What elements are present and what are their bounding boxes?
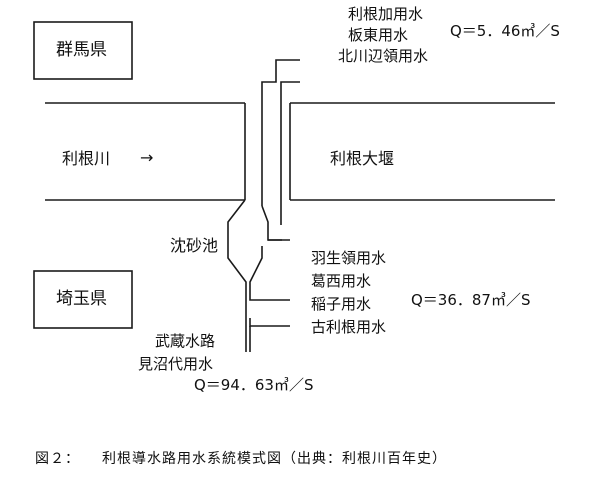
gunma-label: 群馬県 bbox=[56, 40, 107, 60]
south-canal-name: 武蔵水路 bbox=[155, 332, 216, 350]
intake-west bbox=[227, 199, 247, 352]
intake-east bbox=[261, 205, 282, 241]
north-channel-outer bbox=[280, 81, 300, 225]
north-channel-inner bbox=[261, 59, 300, 206]
north-canal-name: 北川辺領用水 bbox=[338, 47, 429, 65]
north-canal-name: 利根加用水 bbox=[348, 5, 424, 23]
east-canal-name: 稲子用水 bbox=[311, 295, 372, 313]
river-flow-arrow-icon: → bbox=[140, 148, 154, 167]
south-canals-flow: Q＝94．63㎥／S bbox=[194, 376, 314, 394]
east-canal-name: 古利根用水 bbox=[311, 318, 387, 336]
saitama-label: 埼玉県 bbox=[56, 289, 107, 309]
north-canals-flow: Q＝5．46㎥／S bbox=[450, 22, 560, 40]
gunma-box bbox=[33, 21, 133, 80]
figure-number: 図２： bbox=[35, 451, 80, 467]
east-canals-flow: Q＝36．87㎥／S bbox=[411, 291, 531, 309]
east-branch-lower bbox=[249, 318, 290, 327]
east-canal-name: 羽生領用水 bbox=[311, 249, 387, 267]
basin-east-wall bbox=[249, 246, 290, 301]
north-canal-name: 板東用水 bbox=[348, 26, 409, 44]
saitama-box bbox=[33, 270, 133, 329]
sand-basin-name: 沈砂池 bbox=[170, 236, 219, 255]
south-canal-name: 見沼代用水 bbox=[138, 355, 214, 373]
figure-caption: 利根導水路用水系統模式図（出典：利根川百年史） bbox=[102, 451, 447, 467]
east-canal-name: 葛西用水 bbox=[311, 272, 372, 290]
weir-name: 利根大堰 bbox=[330, 149, 395, 168]
river-name: 利根川 bbox=[62, 149, 111, 168]
